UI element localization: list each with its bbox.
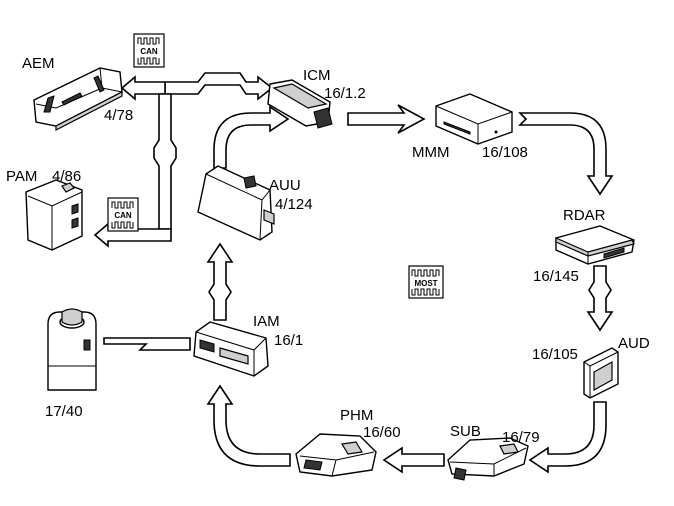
unit-17-40 [47, 308, 97, 391]
aud-name-label: AUD [618, 335, 650, 352]
aem-code-label: 4/78 [104, 107, 133, 124]
rdar-module [555, 225, 635, 265]
mmm-code-label: 16/108 [482, 144, 528, 161]
most-ring-lines [103, 104, 614, 474]
mmm-name-label: MMM [412, 144, 450, 161]
phm-code-label: 16/60 [363, 424, 401, 441]
phm-module [295, 433, 377, 477]
iam-module [193, 321, 269, 377]
auu-name-label: AUU [269, 177, 301, 194]
aud-code-label: 16/105 [532, 346, 578, 363]
can-badge-bottom: CAN [107, 197, 139, 232]
most-bus-icon: MOST [414, 279, 437, 288]
sub-module [447, 437, 529, 481]
icm-code-label: 16/1.2 [324, 85, 366, 102]
rdar-code-label: 16/145 [533, 268, 579, 285]
sub-code-label: 16/79 [502, 429, 540, 446]
rdar-name-label: RDAR [563, 207, 606, 224]
phm-name-label: PHM [340, 407, 373, 424]
can-bus-icon: CAN [114, 211, 132, 220]
aem-name-label: AEM [22, 55, 55, 72]
sub-name-label: SUB [450, 423, 481, 440]
icm-module [267, 79, 333, 129]
icm-name-label: ICM [303, 67, 331, 84]
iam-name-label: IAM [253, 313, 280, 330]
aud-module [583, 347, 619, 399]
can-bus-lines [93, 72, 274, 248]
aem-module [33, 67, 123, 131]
pam-name-label: PAM [6, 168, 37, 185]
most-badge: MOST [408, 265, 444, 299]
auu-module [197, 165, 275, 241]
pam-code-label: 4/86 [52, 168, 81, 185]
can-badge-top: CAN [133, 33, 165, 68]
can-bus-icon: CAN [140, 47, 158, 56]
auu-code-label: 4/124 [275, 196, 313, 213]
pam-module [25, 179, 83, 251]
mmm-module [435, 93, 513, 145]
unit-code-label: 17/40 [45, 403, 83, 420]
iam-code-label: 16/1 [274, 332, 303, 349]
